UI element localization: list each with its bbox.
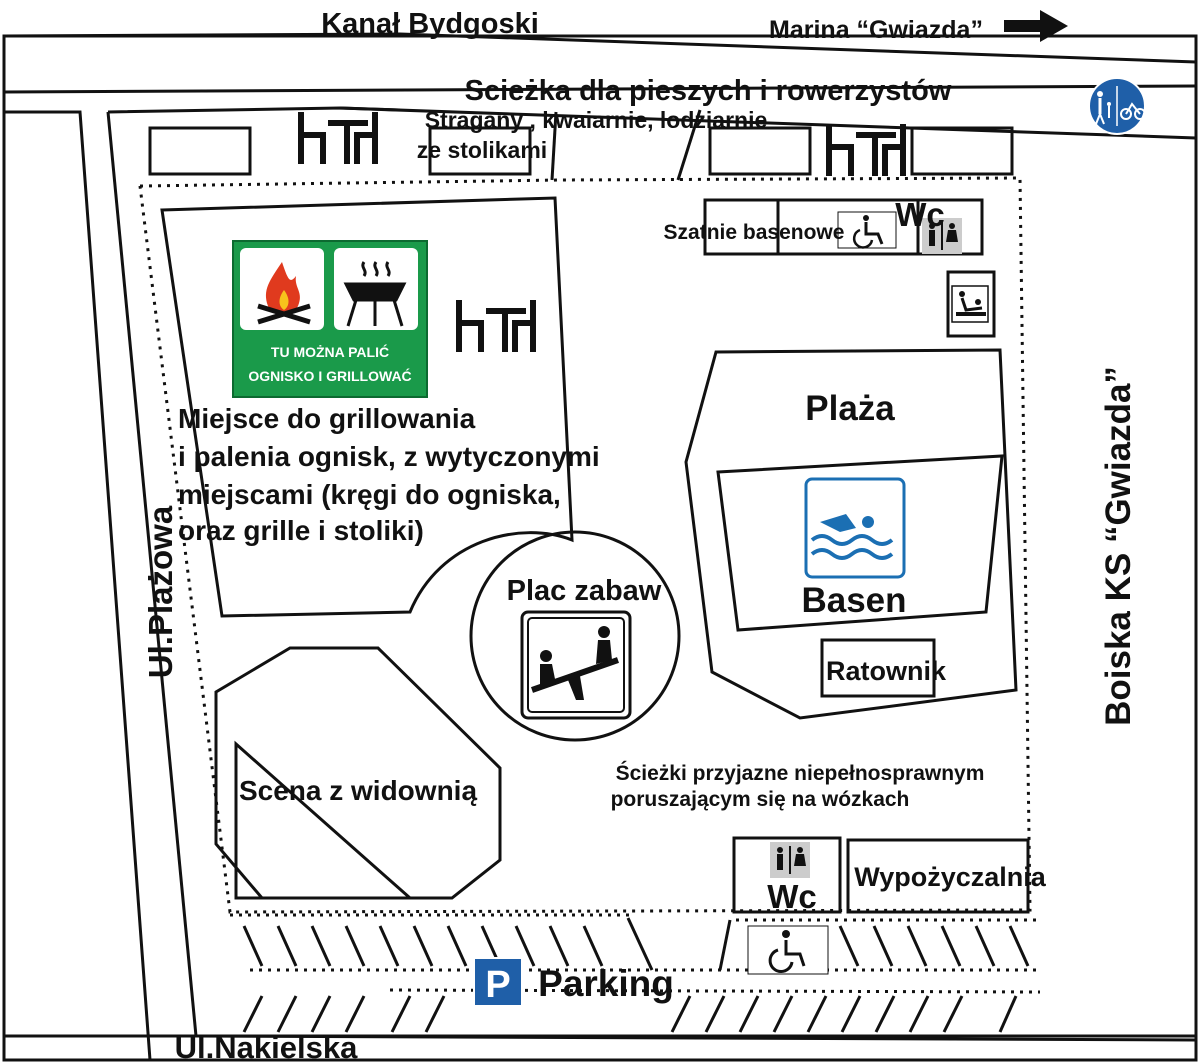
canal-bank-line [3,32,1197,64]
stage-triangle [234,740,414,900]
marina-label: Marina “Gwiazda” [769,16,983,44]
baby-change-icon [951,285,989,323]
stage-outline [214,646,502,900]
fire-sign-line2: OGNISKO I GRILLOWAĆ [248,367,411,384]
restroom-icon [922,218,962,254]
marina-arrow-icon [1004,10,1068,42]
fire-grill-sign: TU MOŻNA PALIĆ OGNISKO I GRILLOWAĆ [232,240,428,398]
playground-circle [469,530,681,742]
grill-area-line2: i palenia ognisk, z wytyczonymi [178,441,600,472]
pool-label: Basen [801,581,906,620]
street-left-edge-inner [107,106,401,114]
playground-label: Plac zabaw [507,575,662,607]
path-line-top [3,84,1197,94]
canal-label: Kanał Bydgoski [321,8,539,40]
parking-sign-letter: P [485,964,510,1006]
accessible-paths-line1: Ścieżki przyjazne niepełnosprawnym [616,761,985,785]
street-left-label: Ul.Plażowa [142,505,179,678]
changing-rooms-building [703,198,984,256]
picnic-table-icon [456,300,536,352]
picnic-table-icon [298,112,378,164]
street-bottom-label: Ul.Nakielska [175,1030,358,1062]
stall-box-1 [148,126,252,176]
access-road-left [550,111,558,181]
parking-stripes [242,917,1030,1033]
campfire-icon [257,262,311,325]
fire-sign-line1: TU MOŻNA PALIĆ [271,343,389,360]
lifeguard-label: Ratownik [826,656,947,686]
street-left-edge-outer [4,110,152,1061]
swimming-icon [804,477,906,579]
parking-label: Parking [538,963,674,1004]
pool-outline [716,454,1004,632]
lifeguard-box [820,638,936,698]
baby-change-box [946,270,996,338]
rental-label: Wypożyczalnia [854,862,1047,892]
pedestrian-bike-sign-icon [1088,77,1146,135]
map-frame [2,34,1198,1062]
changing-rooms-label: Szatnie basenowe [664,221,845,244]
grill-area-line3: miejscami (kręgi do ogniska, [178,479,561,510]
stall-box-2 [428,126,532,176]
restroom-icon [770,842,810,878]
path-label: Scieżka dla pieszych i rowerzystów [465,75,952,107]
stalls-label-line2: ze stolikami [417,137,547,163]
beach-label: Plaża [805,389,895,428]
path-line-bottom [339,106,1197,140]
rental-box [846,838,1030,914]
accessible-paths-line2: poruszającym się na wózkach [611,788,910,811]
grill-icon [343,261,407,327]
wheelchair-icon [837,211,897,249]
picnic-table-icon [826,124,906,176]
wc-bottom-label: Wc [767,878,817,915]
playground-seesaw-icon [520,610,632,720]
stall-box-4 [910,126,1014,176]
beach-outline [684,348,1018,720]
parking-sign-icon: P [473,957,523,1007]
grill-area-line4: oraz grille i stoliki) [178,515,424,546]
fields-label: Boiska KS “Gwiazda” [1099,366,1138,726]
wheelchair-icon [747,925,829,975]
grill-area-outline [160,196,574,618]
stall-box-3 [708,126,812,176]
street-left-edge-inner2 [106,111,198,1037]
access-road-right [676,109,702,181]
wc-top-label: Wc [895,196,945,233]
grill-area-line1: Miejsce do grillowania [178,403,476,434]
stage-label: Scena z widownią [239,775,477,806]
stalls-label-line1: Stragany , kwaiarnie, lodziarnie [425,107,768,133]
street-bottom-edge-2 [195,1034,1197,1042]
